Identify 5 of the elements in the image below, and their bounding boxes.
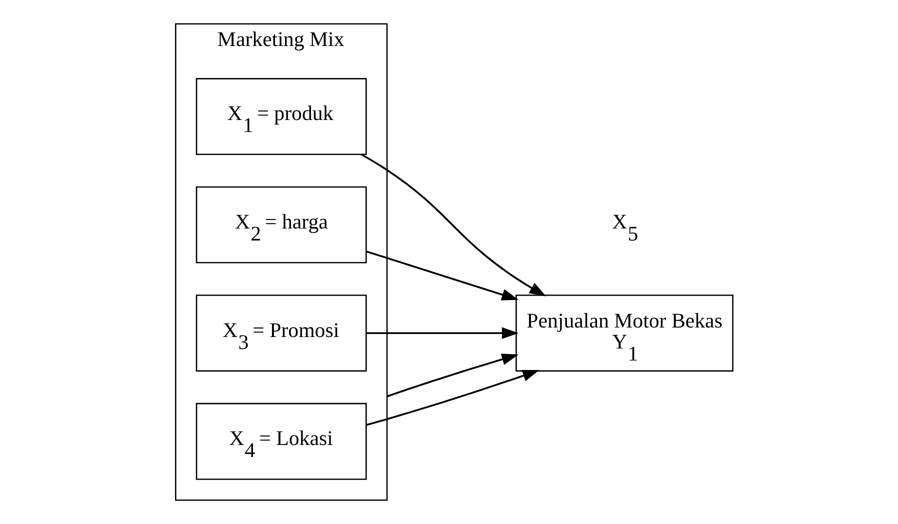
arrow bbox=[360, 154, 546, 296]
arrow bbox=[366, 250, 519, 300]
arrow bbox=[366, 327, 519, 339]
arrow bbox=[386, 354, 519, 398]
arrow bbox=[366, 370, 540, 426]
